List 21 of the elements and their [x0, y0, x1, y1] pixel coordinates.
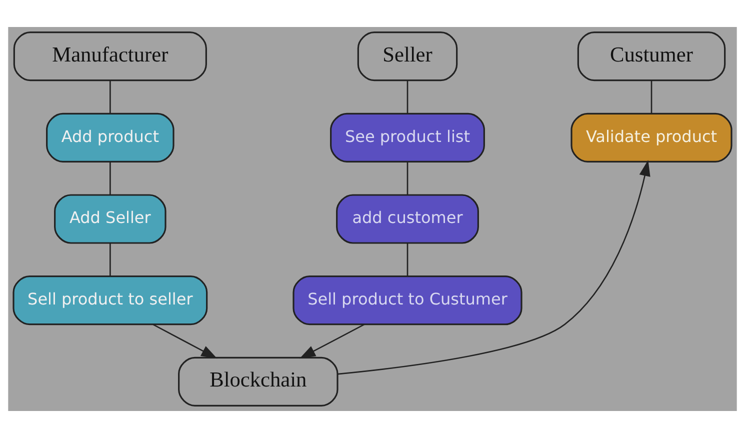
node-box: Blockchain	[178, 356, 338, 406]
node-box: Custumer	[577, 32, 726, 82]
node-box: Seller	[357, 32, 458, 82]
node-box: Add Seller	[54, 194, 166, 244]
connector	[110, 162, 111, 195]
arrow	[338, 160, 650, 375]
node-box: add customer	[336, 194, 479, 244]
connector	[110, 80, 111, 114]
connector	[406, 243, 408, 276]
arrow	[299, 324, 365, 359]
connector	[406, 162, 408, 195]
arrow	[152, 324, 218, 359]
node-box: Sell product to seller	[12, 276, 208, 326]
node-box: Validate product	[570, 112, 732, 162]
node-box: Sell product to Custumer	[292, 276, 522, 326]
node-box: See product list	[330, 112, 485, 162]
node-box: Add product	[46, 112, 174, 162]
connector	[650, 80, 652, 114]
connector	[110, 243, 111, 276]
connector	[406, 80, 408, 114]
node-box: Manufacturer	[13, 32, 207, 82]
